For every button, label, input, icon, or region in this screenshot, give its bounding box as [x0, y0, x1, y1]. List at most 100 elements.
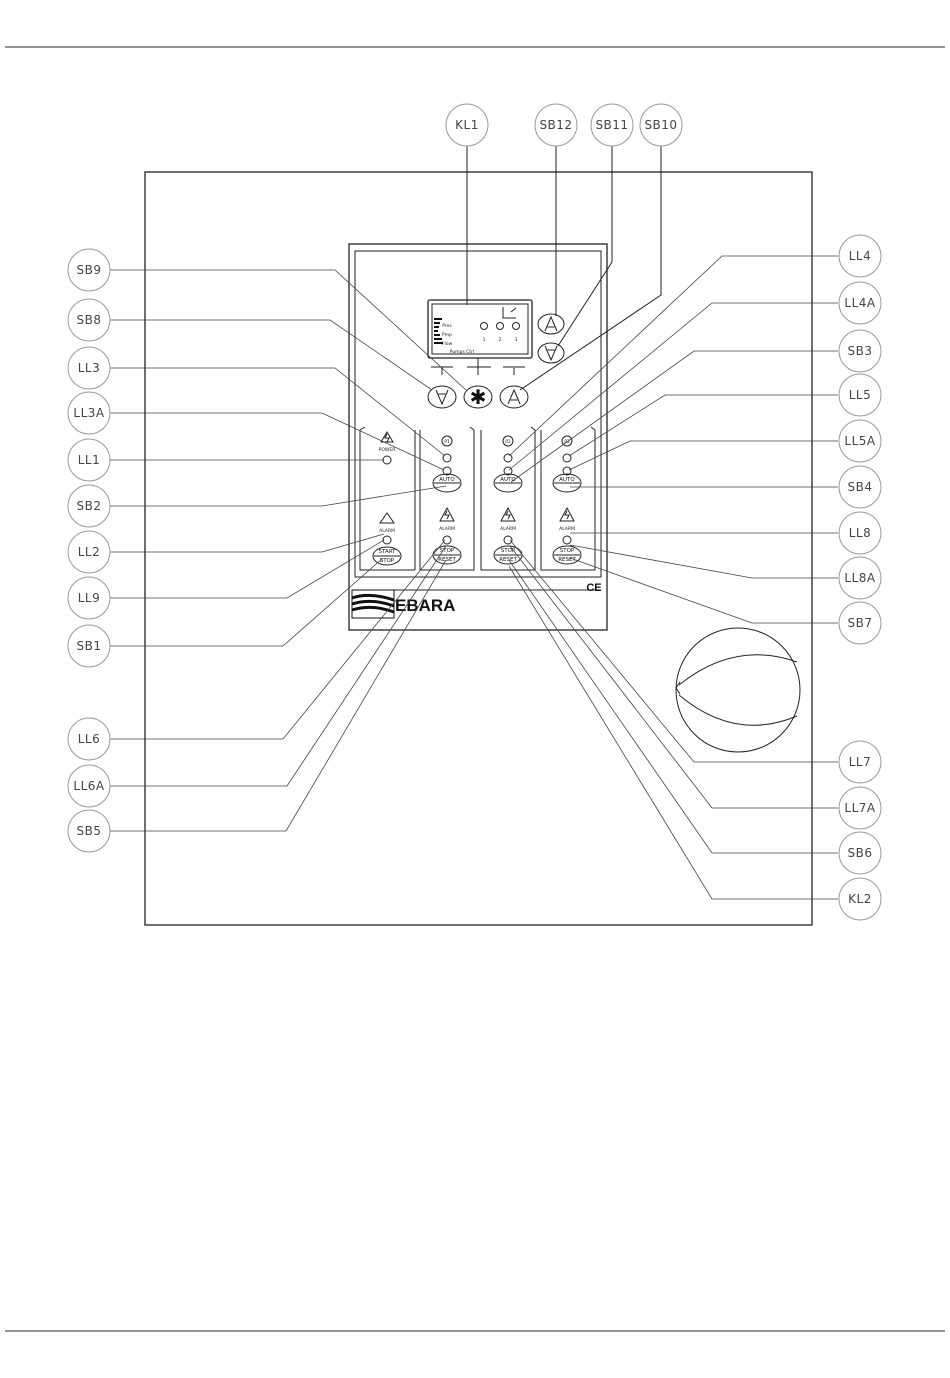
- callout-sb5-label: SB5: [77, 824, 102, 838]
- ce-mark-icon: CE: [586, 582, 601, 594]
- callout-sb1-label: SB1: [77, 639, 102, 653]
- warning-triangle-icon: [380, 513, 394, 523]
- callout-ll7: LL7: [839, 741, 881, 783]
- callout-ll4a: LL4A: [839, 282, 881, 324]
- reset-label-2: RESET: [499, 557, 517, 563]
- callout-sb10: SB10: [640, 104, 682, 146]
- lightning-warning-icon: [381, 432, 393, 442]
- callout-sb5: SB5: [68, 810, 110, 852]
- auto-label-3: AUTO: [559, 477, 575, 483]
- callout-ll8: LL8: [839, 512, 881, 554]
- callout-ll2: LL2: [68, 531, 110, 573]
- display-row-1: Pres: [442, 323, 452, 329]
- alarm-label-2: ALARM: [439, 526, 455, 532]
- callout-sb7: SB7: [839, 602, 881, 644]
- stop-label-2: STOP: [440, 548, 455, 554]
- callout-sb1: SB1: [68, 625, 110, 667]
- callout-ll7a-label: LL7A: [844, 801, 876, 815]
- callout-kl2: KL2: [839, 878, 881, 920]
- door-lock: [676, 628, 800, 752]
- ll4-lamp: [504, 454, 512, 462]
- callout-kl1: KL1: [446, 104, 488, 146]
- callout-kl1-label: KL1: [455, 118, 479, 132]
- callout-sb11: SB11: [591, 104, 633, 146]
- down-arrow-icon: [436, 390, 448, 404]
- sb5-stop-reset-button[interactable]: STOP RESET: [433, 546, 461, 564]
- stop-label-4: STOP: [560, 548, 575, 554]
- callout-ll8a-label: LL8A: [844, 571, 876, 585]
- callout-ll6a: LL6A: [68, 765, 110, 807]
- display-row-2: Pmp: [442, 332, 452, 338]
- callout-ll5a-label: LL5A: [844, 434, 876, 448]
- callout-ll5: LL5: [839, 374, 881, 416]
- sb6-stop-reset-button[interactable]: STOP RESET: [494, 546, 522, 564]
- callout-ll9-label: LL9: [78, 591, 101, 605]
- callout-ll6-label: LL6: [78, 732, 101, 746]
- ll1-power-lamp: [383, 456, 391, 464]
- callout-sb4-label: SB4: [848, 480, 873, 494]
- callout-sb2: SB2: [68, 485, 110, 527]
- display-bottom-label: Pumps Ctrl: [450, 349, 475, 355]
- module-p1: P1 AUTO ALARM STOP RESET: [420, 427, 474, 570]
- callout-sb12-label: SB12: [539, 118, 572, 132]
- sb7-stop-reset-button[interactable]: STOP RESET: [553, 546, 581, 564]
- callout-sb8: SB8: [68, 299, 110, 341]
- callout-ll8a: LL8A: [839, 557, 881, 599]
- callout-ll3a: LL3A: [68, 392, 110, 434]
- callout-sb6-label: SB6: [848, 846, 873, 860]
- callout-sb4: SB4: [839, 466, 881, 508]
- callout-ll6: LL6: [68, 718, 110, 760]
- callout-ll5-label: LL5: [849, 388, 872, 402]
- callout-sb7-label: SB7: [848, 616, 873, 630]
- display-bars: [434, 318, 443, 344]
- ll6-lamp: [443, 536, 451, 544]
- ll8-lamp: [563, 536, 571, 544]
- sb11-down-button[interactable]: [538, 343, 564, 363]
- sb10-up-button[interactable]: [500, 386, 528, 408]
- sb1-start-stop-button[interactable]: START STOP: [373, 547, 401, 565]
- display-num-1: 1: [483, 337, 486, 343]
- callout-ll8-label: LL8: [849, 526, 872, 540]
- callout-ll4: LL4: [839, 235, 881, 277]
- sb9-enter-button[interactable]: ✱: [464, 385, 492, 409]
- module-p3: P3 AUTO ALARM STOP RESET: [541, 427, 595, 570]
- display-num-3: 3: [515, 337, 518, 343]
- alarm-label-4: ALARM: [559, 526, 575, 532]
- callout-sb9-label: SB9: [77, 263, 102, 277]
- sb4-auto-button[interactable]: AUTO: [553, 474, 581, 492]
- asterisk-icon: ✱: [470, 385, 487, 409]
- callout-sb11-label: SB11: [595, 118, 628, 132]
- callout-ll2-label: LL2: [78, 545, 101, 559]
- reset-label-1: RESET: [438, 557, 456, 563]
- start-label: START: [379, 549, 397, 555]
- callout-ll5a: LL5A: [839, 420, 881, 462]
- callout-sb8-label: SB8: [77, 313, 102, 327]
- sb12-up-button[interactable]: [538, 314, 564, 334]
- alarm-label-1: ALARM: [379, 528, 395, 534]
- callout-ll1-label: LL1: [78, 453, 101, 467]
- pump-symbol-icon: [503, 307, 516, 318]
- ebara-logo-icon: EBARA: [352, 590, 455, 618]
- callout-sb3: SB3: [839, 330, 881, 372]
- callout-sb6: SB6: [839, 832, 881, 874]
- sb2-auto-button[interactable]: AUTO: [433, 474, 461, 492]
- module-p2: P2 AUTO ALARM STOP RESET: [481, 427, 535, 570]
- power-label: POWER: [379, 447, 396, 453]
- p1-label: P1: [444, 439, 450, 445]
- ll7-lamp: [504, 536, 512, 544]
- callout-sb12: SB12: [535, 104, 577, 146]
- cabinet-enclosure: [145, 172, 812, 925]
- lcd-display: Pres Pmp Flow 1 2 3 Pumps Ctrl: [428, 300, 532, 358]
- ll9-lamp: [383, 536, 391, 544]
- auto-label-1: AUTO: [439, 477, 455, 483]
- callout-ll6a-label: LL6A: [73, 779, 105, 793]
- callout-ll4-label: LL4: [849, 249, 872, 263]
- up-arrow-icon: [545, 317, 557, 331]
- reset-label-3: RESET: [558, 557, 576, 563]
- callout-ll7a: LL7A: [839, 787, 881, 829]
- display-num-2: 2: [499, 337, 502, 343]
- callout-ll9: LL9: [68, 577, 110, 619]
- sb8-down-button[interactable]: [428, 386, 456, 408]
- callout-ll3: LL3: [68, 347, 110, 389]
